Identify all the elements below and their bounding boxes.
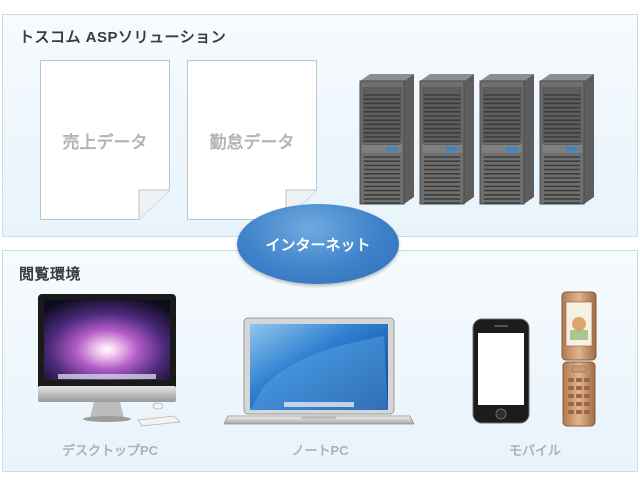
laptop-label: ノートPC: [291, 443, 349, 458]
server-icon: [476, 73, 538, 205]
desktop-pc-label: デスクトップPC: [61, 443, 159, 458]
internet-label: インターネット: [265, 236, 371, 254]
laptop-icon: [224, 317, 415, 425]
mobile-label: モバイル: [508, 443, 561, 458]
server-icon: [416, 73, 478, 205]
attendance-data-document: 勤怠データ: [187, 60, 317, 220]
imac-icon: [38, 294, 181, 427]
flip-phone-icon: [561, 291, 597, 427]
document-icon: [40, 60, 170, 220]
sales-data-label: 売上データ: [62, 133, 148, 152]
attendance-data-label: 勤怠データ: [209, 133, 295, 152]
asp-solution-title: トスコム ASPソリューション: [19, 29, 227, 46]
internet-cloud: インターネット: [237, 204, 399, 284]
viewing-environment-title: 閲覧環境: [19, 266, 82, 283]
sales-data-document: 売上データ: [40, 60, 170, 220]
server-icon: [356, 73, 418, 205]
smartphone-icon: [472, 318, 530, 424]
server-icon: [536, 73, 598, 205]
